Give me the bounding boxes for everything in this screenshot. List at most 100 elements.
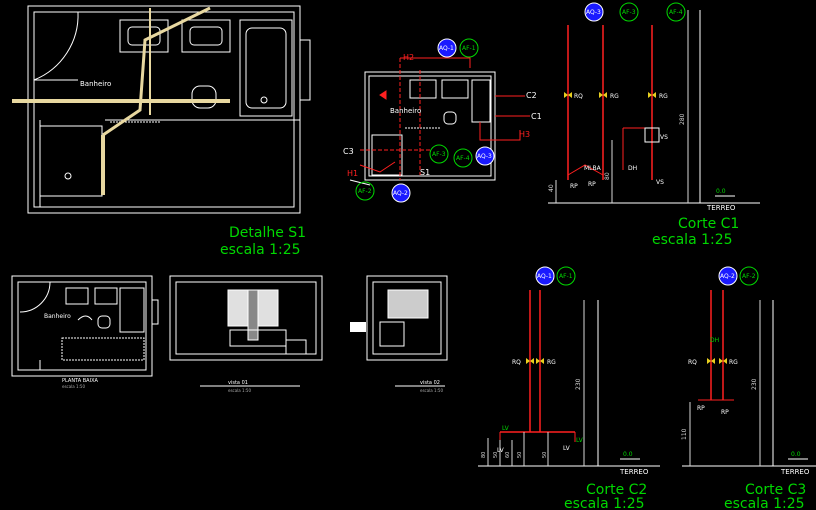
c1-level-zero: 0.0	[716, 188, 726, 195]
c2-lv-1: LV	[502, 425, 510, 432]
tag-af4-text: AF-4	[456, 155, 470, 162]
detail-s1-title: Detalhe S1	[229, 225, 306, 241]
c2-dim-total-text: 230	[575, 378, 582, 390]
plan-mini-toilet-icon	[97, 315, 111, 329]
plan-mini-window	[151, 299, 159, 325]
c3-valve-2-icon	[719, 358, 727, 364]
tag-aq2-text: AQ-2	[393, 190, 408, 197]
elev-1-tile-column	[247, 289, 259, 341]
plan-small-leader	[349, 179, 371, 186]
c3-level-ground: TERREO	[780, 468, 810, 476]
corte-c2	[478, 290, 660, 467]
plan-small-inner-wall	[368, 75, 492, 177]
plan-main-room-label: Banheiro	[80, 80, 111, 88]
plan-small-tub	[471, 79, 491, 123]
elevation-2	[366, 275, 448, 387]
plan-mini-caption: PLANTA BAIXA	[62, 378, 99, 384]
c2-lv-2: LV	[576, 437, 584, 444]
c2-valve-2-icon	[536, 358, 544, 364]
c1-rp-2: RP	[588, 181, 596, 188]
c2-dim-c-text: 60	[505, 452, 511, 458]
plan-small-shower	[371, 134, 403, 176]
plan-mini-outer-wall	[11, 275, 153, 377]
elev-2-caption: vista 02	[420, 380, 440, 386]
c1-dim-mid-text: 80	[604, 172, 611, 180]
c1-vs-top: VS	[660, 134, 668, 141]
c3-rp-2: RP	[721, 409, 729, 416]
c1-mlba: MLBA	[584, 165, 602, 172]
c3-level-zero: 0.0	[791, 451, 801, 458]
plan-mini	[11, 275, 159, 377]
plan-small-toilet-icon	[443, 111, 457, 125]
c1-mixer-link	[567, 164, 604, 176]
c3-tag-aq2-bubble	[718, 266, 738, 286]
plan-mini-sub: escala 1:50	[62, 384, 85, 389]
plan-small-arrow-icon	[379, 90, 387, 100]
c1-tag-af4: AF-4	[669, 9, 683, 16]
tag-af4-bubble	[453, 148, 473, 168]
c1-valve-3-icon	[648, 92, 656, 98]
plan-main-window	[299, 39, 311, 101]
corte-c3	[682, 290, 816, 467]
plan-main-outer-wall	[27, 5, 301, 214]
c2-valve-rq: RQ	[512, 359, 521, 366]
c2-dim-e-text: 50	[542, 452, 548, 458]
c1-valves	[564, 92, 656, 98]
elev-2-frame	[366, 275, 448, 361]
detail-c2-scale: escala 1:25	[564, 496, 645, 510]
detail-c3-scale: escala 1:25	[724, 496, 805, 510]
marker-c1: C1	[531, 112, 542, 121]
c1-tag-af3-bubble	[619, 2, 639, 22]
plan-mini-door-swing-icon	[19, 281, 51, 313]
plan-main-shower-drain-icon	[64, 172, 72, 180]
c2-dim-d-text: 50	[517, 452, 523, 458]
c2-tag-af1: AF-1	[559, 273, 573, 280]
c2-valve-rg: RG	[547, 359, 556, 366]
c1-tag-af3: AF-3	[622, 9, 636, 16]
marker-c3: C3	[343, 147, 354, 156]
tag-af3-bubble	[429, 144, 449, 164]
tag-aq3-text: AQ-3	[477, 153, 492, 160]
plan-main	[27, 5, 311, 214]
plan-small-sink-2	[441, 79, 469, 99]
marker-h3: H3	[519, 130, 530, 139]
c2-valve-1-icon	[526, 358, 534, 364]
tag-aq1-bubble	[437, 38, 457, 58]
plan-small	[364, 71, 496, 181]
c1-valve-rg-2: RG	[659, 93, 668, 100]
plan-small-h3-cut	[479, 122, 521, 141]
elev-2-window	[387, 289, 429, 319]
plan-main-sink-2-bowl-icon	[189, 26, 223, 46]
c1-valve-rg-1: RG	[610, 93, 619, 100]
c1-tag-aq3-bubble	[584, 2, 604, 22]
plan-main-toilet-icon	[191, 85, 217, 109]
elev-1-tub	[285, 339, 307, 355]
plan-main-tub-drain-icon	[260, 96, 268, 104]
plan-mini-sink-1	[65, 287, 89, 305]
plan-main-pipes	[12, 6, 230, 195]
elev-1-inner	[175, 281, 317, 355]
marker-s1: S1	[420, 168, 430, 177]
plan-mini-grille	[61, 337, 145, 361]
c3-dim-low-text: 110	[681, 428, 688, 440]
marker-h2: H2	[403, 53, 414, 62]
detail-c2-title: Corte C2	[586, 482, 647, 498]
c1-rp-1: RP	[570, 183, 578, 190]
c2-level-ground: TERREO	[619, 468, 649, 476]
elev-1-counter	[229, 329, 287, 347]
tag-af1-bubble	[459, 38, 479, 58]
plan-small-tags	[355, 38, 495, 203]
plan-main-supply-run	[102, 6, 211, 137]
c3-valve-rg: RG	[729, 359, 738, 366]
marker-h1: H1	[347, 169, 358, 178]
plan-main-sink-2	[181, 19, 231, 53]
tag-af1-text: AF-1	[462, 45, 476, 52]
plan-main-door-swing-icon	[33, 11, 79, 81]
c3-dh: DH	[710, 337, 719, 344]
tag-af2-text: AF-2	[358, 188, 372, 195]
elev-2-sub: escala 1:50	[420, 388, 443, 393]
plan-small-h1-cut	[359, 161, 396, 173]
c1-dh: DH	[628, 165, 637, 172]
c3-dim-total-text: 230	[751, 378, 758, 390]
